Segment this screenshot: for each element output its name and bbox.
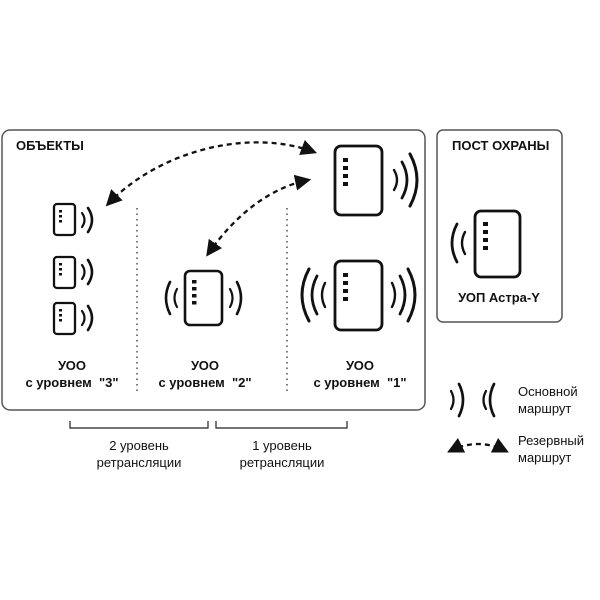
device-group-name: УОО: [58, 358, 86, 373]
relay-level-2-label: 2 уровень ретрансляции: [97, 437, 182, 471]
relay-level-title: 2 уровень: [109, 438, 169, 453]
device-group-level: с уровнем "3": [25, 375, 119, 390]
guard-post-panel: [436, 129, 563, 323]
device-group-name: УОО: [191, 358, 219, 373]
relay-level-subtitle: ретрансляции: [96, 455, 182, 470]
relay-level-title: 1 уровень: [252, 438, 312, 453]
device-group-level: с уровнем "2": [158, 375, 252, 390]
legend-primary-title: Основной: [518, 384, 578, 399]
legend-backup-title: Резервный: [518, 433, 585, 448]
device-icon: [52, 202, 77, 237]
device-group-name: УОО: [346, 358, 374, 373]
objects-panel: [1, 129, 426, 411]
backup-route-arrow: [105, 139, 318, 207]
device-icon: [473, 209, 522, 279]
guard-device-label: УОП Астра-Y: [458, 290, 540, 305]
legend-backup-label: Резервный маршрут: [518, 432, 584, 466]
device-icon: [52, 301, 77, 336]
radio-waves-icon: [450, 222, 467, 264]
relay-level-bracket: [215, 421, 348, 429]
device-group-level: с уровнем "1": [313, 375, 407, 390]
device-icon: [183, 269, 224, 327]
backup-route-arrow: [206, 174, 312, 257]
device-icon: [52, 255, 77, 290]
legend-primary-icon: [449, 382, 496, 418]
radio-waves-icon: [300, 152, 419, 323]
guard-post-title: ПОСТ ОХРАНЫ: [452, 138, 550, 153]
relay-level-bracket: [69, 421, 209, 429]
relay-level-1-label: 1 уровень ретрансляции: [240, 437, 325, 471]
device-icon: [333, 144, 384, 217]
device-group-label-level-1: УОО с уровнем "1": [313, 357, 406, 391]
legend-primary-label: Основной маршрут: [518, 383, 578, 417]
device-group-label-level-3: УОО с уровнем "3": [25, 357, 118, 391]
device-group-label-level-2: УОО с уровнем "2": [158, 357, 251, 391]
legend-backup-icon: [447, 438, 509, 453]
objects-panel-title: ОБЪЕКТЫ: [16, 138, 84, 153]
device-icon: [333, 259, 384, 332]
legend-primary-subtitle: маршрут: [518, 401, 572, 416]
relay-level-subtitle: ретрансляции: [239, 455, 325, 470]
legend-backup-subtitle: маршрут: [518, 450, 572, 465]
radio-waves-icon: [164, 280, 243, 316]
radio-waves-icon: [80, 206, 94, 332]
